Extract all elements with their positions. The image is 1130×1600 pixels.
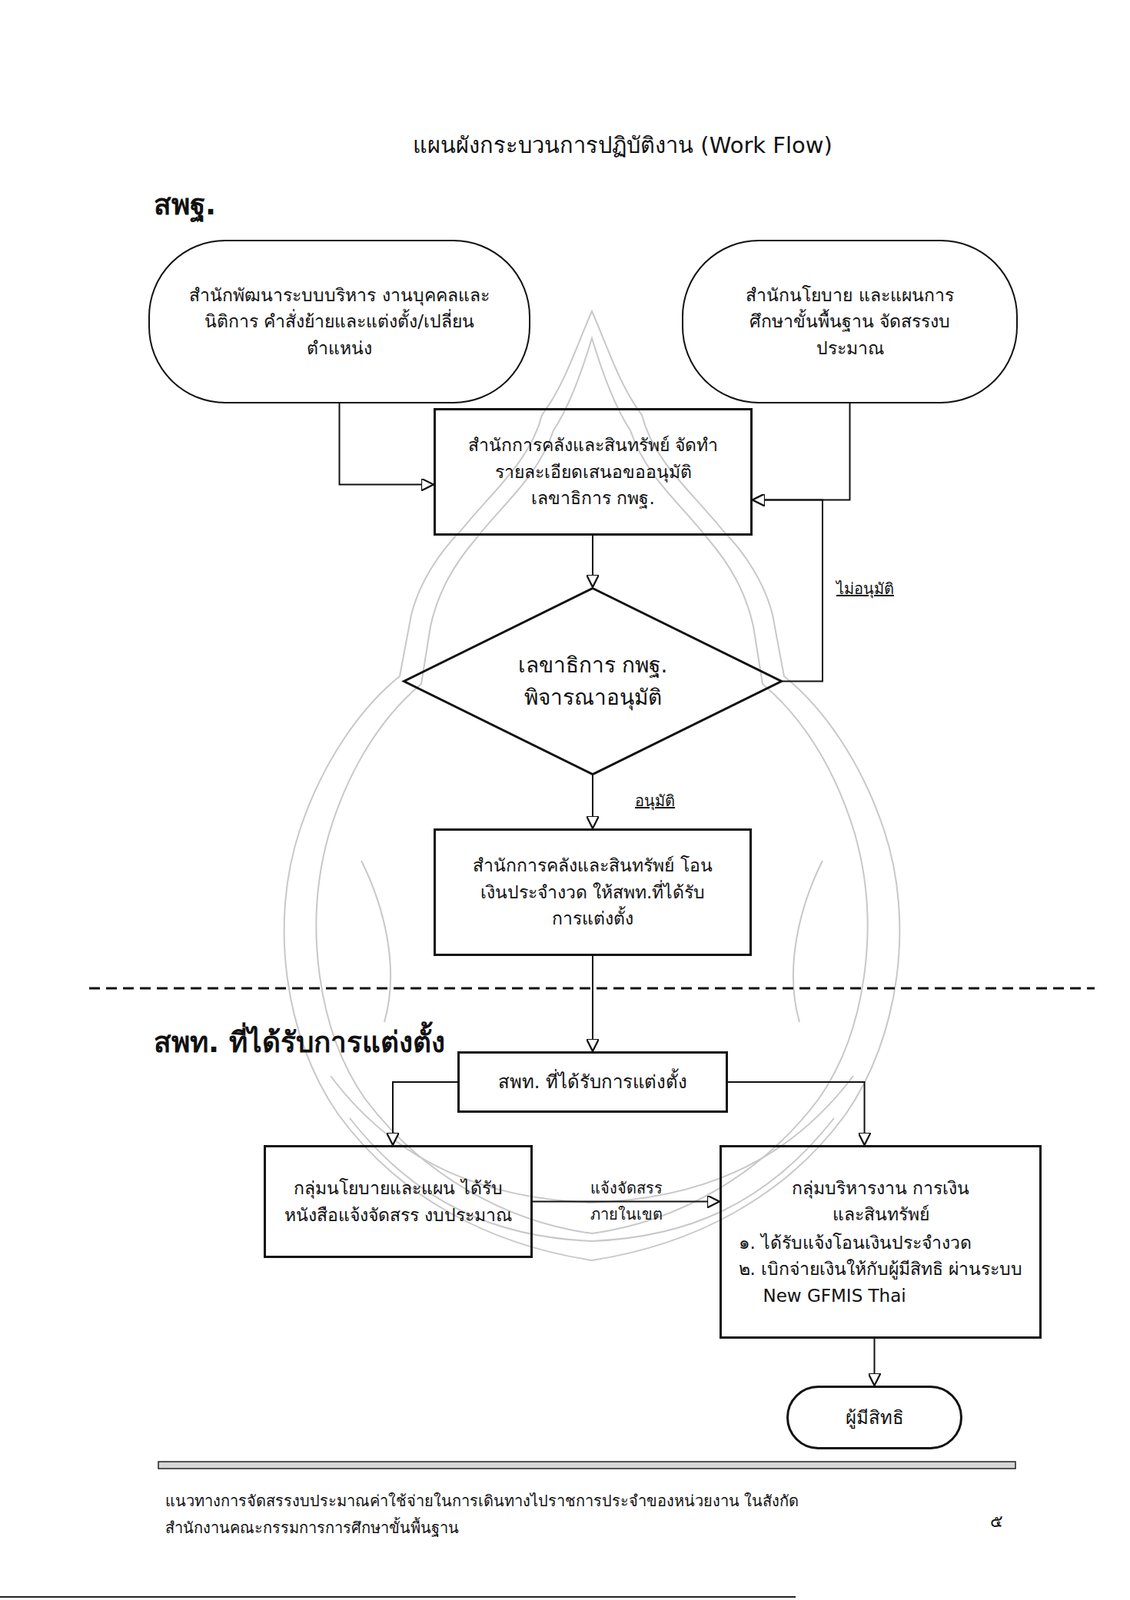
node-title: ผู้มีสิทธิ (845, 1404, 904, 1433)
flow-arrow (752, 403, 851, 501)
node-title: สำนักการคลังและสินทรัพย์ จัดทำรายละเอียด… (462, 432, 725, 512)
node-title: กลุ่มนโยบายและแผน ได้รับหนังสือแจ้งจัดสร… (282, 1175, 514, 1229)
node-item: ๒. เบิกจ่ายเงินให้กับผู้มีสิทธิ ผ่านระบบ… (738, 1256, 1024, 1310)
flow-arrow (591, 956, 594, 1052)
edge-label: แจ้งจัดสรร ภายในเขต (572, 1175, 681, 1228)
node-title: สำนักพัฒนาระบบบริหาร งานบุคคลและนิติการ … (178, 282, 502, 363)
process-box: สำนักการคลังและสินทรัพย์ โอนเงินประจำงวด… (433, 828, 752, 957)
flow-arrow (392, 1082, 458, 1146)
flow-arrow (727, 1082, 865, 1146)
edge-label: ไม่อนุมัติ (836, 576, 895, 602)
flow-arrow (591, 535, 594, 588)
process-box: กลุ่มนโยบายและแผน ได้รับหนังสือแจ้งจัดสร… (263, 1145, 533, 1259)
diamond-outline (402, 587, 783, 776)
flow-arrow (339, 403, 435, 486)
process-box: สพท. ที่ได้รับการแต่งตั้ง (457, 1051, 728, 1114)
page-number: ๕ (990, 1508, 1004, 1536)
flow-arrow (752, 500, 823, 682)
process-box: สำนักการคลังและสินทรัพย์ จัดทำรายละเอียด… (433, 408, 753, 536)
edge-label: อนุมัติ (634, 788, 675, 814)
scan-border (0, 1596, 796, 1599)
section-divider (89, 987, 1095, 991)
rounded-box: สำนักนโยบาย และแผนการศึกษาขั้นพื้นฐาน จั… (681, 239, 1018, 404)
node-title: กลุ่มบริหารงาน การเงินและสินทรัพย์ (788, 1175, 974, 1229)
section-label: สพฐ. (153, 181, 217, 227)
terminal-box: ผู้มีสิทธิ (786, 1385, 963, 1450)
footer-rule (158, 1462, 1016, 1469)
footer-text: แนวทางการจัดสรรงบประมาณค่าใช้จ่ายในการเด… (165, 1488, 842, 1543)
flow-arrow (532, 1201, 720, 1204)
emblem-inner-outline (316, 338, 868, 1234)
emblem-outline (284, 311, 901, 1261)
process-box: กลุ่มบริหารงาน การเงินและสินทรัพย์๑. ได้… (719, 1145, 1042, 1340)
flow-arrow (874, 1339, 876, 1386)
page-title: แผนผังกระบวนการปฏิบัติงาน (Work Flow) (315, 127, 931, 163)
section-label: สพท. ที่ได้รับการแต่งตั้ง (153, 1019, 446, 1065)
diamond-outline (404, 588, 782, 775)
rounded-box: สำนักพัฒนาระบบบริหาร งานบุคคลและนิติการ … (148, 239, 531, 404)
flow-arrow (591, 775, 594, 829)
node-title: สำนักการคลังและสินทรัพย์ โอนเงินประจำงวด… (465, 852, 720, 933)
emblem-watermark (284, 311, 901, 1261)
node-title: สำนักนโยบาย และแผนการศึกษาขั้นพื้นฐาน จั… (727, 282, 974, 363)
node-title: เลขาธิการ กพฐ. พิจารณาอนุมัติ (500, 649, 685, 715)
node-item: ๑. ได้รับแจ้งโอนเงินประจำงวด (738, 1229, 1024, 1257)
decision-diamond: เลขาธิการ กพฐ. พิจารณาอนุมัติ (402, 587, 783, 776)
node-title: สพท. ที่ได้รับการแต่งตั้ง (498, 1068, 688, 1097)
